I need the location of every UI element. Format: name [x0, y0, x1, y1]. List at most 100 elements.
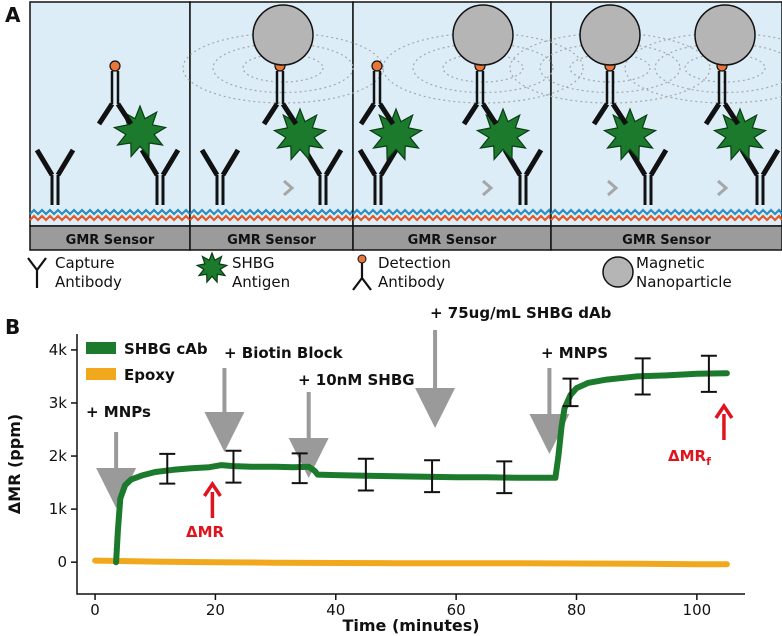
surface-layer: [352, 208, 552, 216]
annotation-delta-mr: ΔMR: [186, 523, 225, 541]
y-tick-label: 3k: [49, 394, 68, 412]
field-line: [569, 53, 651, 83]
field-chevron: [482, 179, 494, 197]
antibody-arms: [358, 102, 396, 126]
gmr-sensor-label: GMR Sensor: [622, 233, 711, 248]
legend-label-line2: Antigen: [232, 273, 290, 291]
antibody-arms: [627, 148, 669, 177]
annotation-mnps-2: + MNPS: [541, 344, 608, 362]
antibody-arms: [261, 102, 299, 126]
antibody-stem: [318, 175, 328, 205]
antibody-stem: [605, 71, 615, 104]
capture-antibody: [139, 148, 181, 205]
gmr-sensor-label: GMR Sensor: [408, 233, 497, 248]
shbg-antigen: [475, 107, 531, 161]
field-chevron: [717, 179, 729, 197]
legend-swatch: [86, 368, 116, 380]
shbg-antigen: [602, 107, 658, 161]
x-tick-label: 60: [447, 601, 466, 619]
antibody-arms: [96, 102, 134, 126]
magnetic-nanoparticle: [452, 4, 514, 66]
y-tick-label: 0: [57, 553, 67, 571]
x-tick-label: 40: [326, 601, 345, 619]
y-tick-label: 1k: [49, 500, 68, 518]
gmr-sensor-label: GMR Sensor: [66, 233, 155, 248]
antibody-arms: [139, 148, 181, 177]
y-tick-label: 2k: [49, 447, 68, 465]
chart-annotations: + MNPs + Biotin Block + 10nM SHBG + 75ug…: [86, 304, 711, 541]
shbg-antigen: [368, 107, 424, 161]
legend-label-line2: Antibody: [55, 273, 122, 291]
field-chevron: [283, 179, 295, 197]
antibody-arms: [591, 102, 629, 126]
delta-mr-arrow: [202, 480, 222, 518]
capture-antibody: [34, 148, 76, 205]
annotation-delta-mr-f: ΔMRf: [668, 447, 711, 468]
surface-layer: [550, 208, 782, 216]
annotation-shbg: + 10nM SHBG: [298, 371, 415, 389]
biotin-tag: [109, 60, 121, 72]
legend-label-line2: Nanoparticle: [636, 273, 732, 291]
x-tick-label: 100: [683, 601, 712, 619]
gmr-sensor-bar: [550, 225, 782, 251]
field-line: [242, 53, 324, 83]
gmr-sensor-label: GMR Sensor: [227, 233, 316, 248]
antibody-arms: [199, 148, 241, 177]
sensor-panel-3: GMR Sensor: [352, 1, 552, 251]
y-axis-label: ΔMR (ppm): [5, 414, 24, 514]
surface-layer: [352, 214, 552, 222]
antibody-stem: [50, 175, 60, 205]
x-tick-label: 20: [206, 601, 225, 619]
chart-series: [92, 354, 730, 568]
legend-label-line1: Magnetic: [636, 254, 705, 272]
antibody-stem: [275, 71, 285, 104]
panel-a-label: A: [5, 3, 21, 27]
antibody-arms: [34, 148, 76, 177]
capture-antibody: [199, 148, 241, 205]
shbg-antigen: [712, 107, 768, 161]
icon-shape: [352, 263, 372, 291]
legend-label-line1: SHBG: [232, 254, 274, 272]
y-tick-label: 4k: [49, 341, 68, 359]
antibody-stem: [475, 71, 485, 104]
field-line: [684, 53, 766, 83]
legend-entry: SHBG cAb: [124, 340, 208, 358]
legend-label-line1: Capture: [55, 254, 115, 272]
antibody-stem: [373, 175, 383, 205]
detection-antibody: [96, 60, 134, 126]
delta-mr-f-arrow: [714, 402, 734, 440]
legend-detection-icon: [352, 254, 372, 291]
panel-a-illustration: GMR Sensor GMR Sensor GMR Sensor GMR Sensor: [29, 1, 782, 251]
sensor-panel-1: GMR Sensor: [29, 1, 191, 251]
antibody-arms: [461, 102, 499, 126]
biotin-tag: [371, 60, 383, 72]
series-line-shbg-cab: [113, 370, 730, 566]
detection-antibody: [358, 60, 396, 126]
surface-layer: [189, 206, 355, 216]
annotation-delta-mr-f-sub: f: [706, 455, 711, 468]
error-bar: [496, 460, 513, 495]
antibody-stem: [717, 71, 727, 104]
assay-scene: [34, 4, 782, 205]
legend-label-line1: Detection: [378, 254, 451, 272]
surface-layer: [29, 214, 191, 222]
series-line-epoxy: [92, 557, 730, 568]
capture-antibody: [627, 148, 669, 205]
legend-capture-icon: [27, 257, 47, 288]
error-bar: [424, 459, 441, 494]
annotation-dab: + 75ug/mL SHBG dAb: [430, 304, 612, 322]
error-bar: [634, 357, 651, 396]
panel-b-label: B: [5, 315, 20, 339]
error-bar: [225, 449, 242, 484]
antibody-stem: [155, 175, 165, 205]
shbg-antigen: [195, 251, 229, 284]
x-tick-label: 80: [567, 601, 586, 619]
antibody-stem: [110, 71, 120, 104]
legend-nanoparticle-icon: [602, 256, 634, 288]
antibody-stem: [372, 71, 382, 104]
magnetic-nanoparticle: [694, 4, 756, 66]
antibody-stem: [215, 175, 225, 205]
surface-layer: [550, 214, 782, 222]
